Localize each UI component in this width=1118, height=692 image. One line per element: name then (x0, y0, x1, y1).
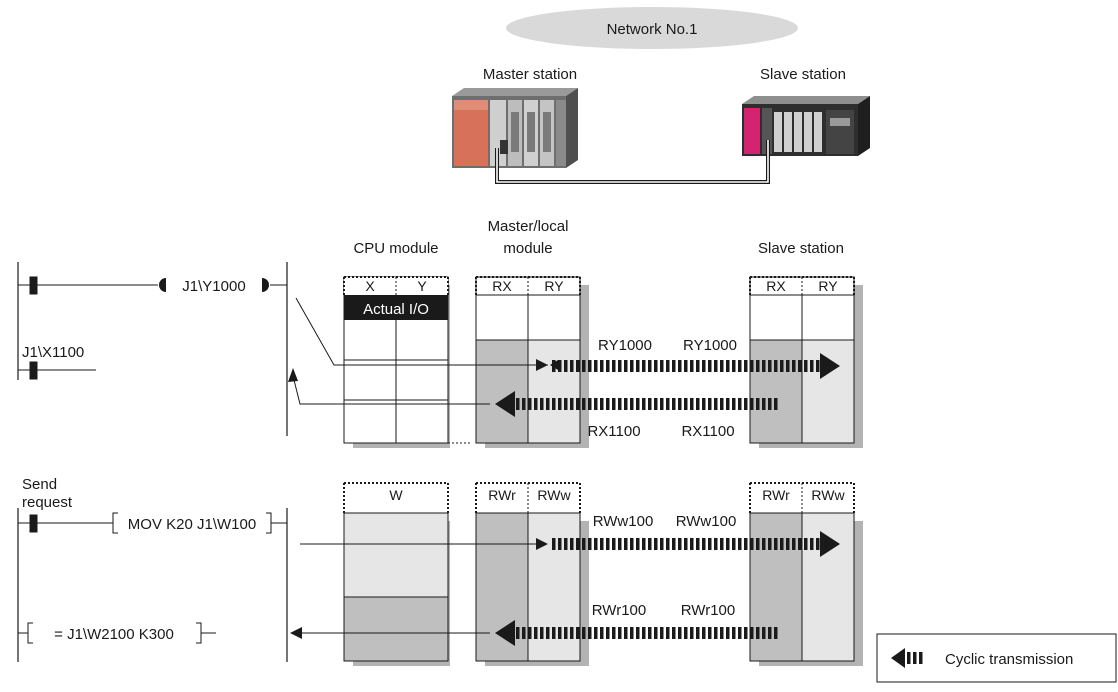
slave-rx-header: RX (766, 278, 786, 294)
legend-label: Cyclic transmission (945, 651, 1073, 668)
slave-station-label: Slave station (758, 240, 844, 257)
master-rx-header: RX (492, 278, 512, 294)
rwr-master-label: RWr100 (592, 602, 646, 619)
compare-instruction: = J1\W2100 K300 (54, 626, 174, 643)
slave-rww-header: RWw (811, 487, 845, 503)
network-label: Network No.1 (607, 21, 698, 38)
ladder-upper (17, 262, 288, 436)
master-ry-header: RY (544, 278, 564, 294)
slave-station-image (742, 96, 870, 156)
rx-master-label: RX1100 (587, 423, 640, 440)
master-station-label: Master station (483, 66, 577, 83)
rww-master-label: RWw100 (593, 513, 654, 530)
slave-rwr-header: RWr (762, 487, 790, 503)
cpu-xy-table (343, 276, 472, 448)
send-label-line2: request (22, 494, 73, 511)
slave-ry-header: RY (818, 278, 838, 294)
ry-master-label: RY1000 (598, 337, 652, 354)
send-label-line1: Send (22, 476, 57, 493)
contact-x-label: J1\X1100 (22, 344, 84, 361)
slave-station-label-top: Slave station (760, 66, 846, 83)
cpu-y-header: Y (417, 278, 427, 294)
master-station-image (452, 88, 578, 168)
cpu-module-label: CPU module (353, 240, 438, 257)
cyclic-arrow-icon (891, 648, 905, 668)
cpu-w-header: W (389, 487, 403, 503)
cpu-x-header: X (365, 278, 375, 294)
ry-signal-line (295, 297, 548, 366)
ry-cyclic-arrow (550, 353, 840, 379)
mov-instruction: MOV K20 J1\W100 (128, 516, 256, 533)
master-rww-header: RWw (537, 487, 571, 503)
legend-box (876, 633, 1117, 683)
actual-io-label: Actual I/O (363, 301, 429, 318)
coil-label: J1\Y1000 (182, 278, 245, 295)
rwr-cyclic-arrow (495, 620, 780, 646)
rww-cyclic-arrow (550, 531, 840, 557)
cpu-w-table (343, 482, 450, 666)
rww-slave-label: RWw100 (676, 513, 737, 530)
ry-slave-label: RY1000 (683, 337, 737, 354)
ladder-lower (17, 508, 288, 662)
rx-signal-line (292, 375, 490, 405)
network-ellipse (506, 7, 798, 49)
rx-cyclic-arrow (495, 391, 780, 417)
master-local-label-line2: module (503, 240, 552, 257)
rx-slave-label: RX1100 (681, 423, 734, 440)
master-local-label-line1: Master/local (488, 218, 569, 235)
rwr-slave-label: RWr100 (681, 602, 735, 619)
master-rwr-header: RWr (488, 487, 516, 503)
